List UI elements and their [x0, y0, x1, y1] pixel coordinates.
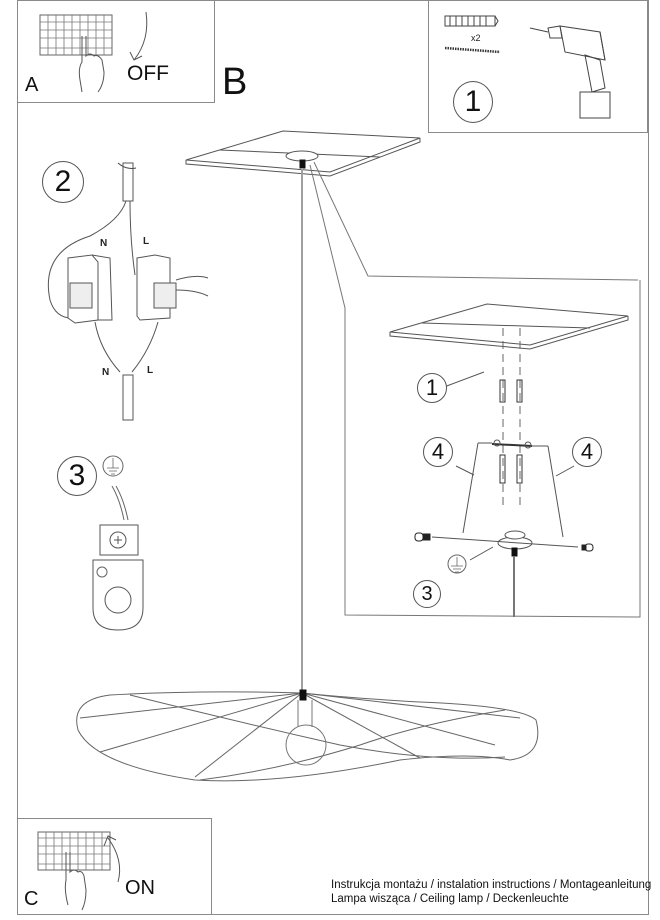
panel-a-letter: A: [25, 74, 39, 96]
step-1-badge: 1: [453, 81, 493, 123]
wago-connector-n: [67, 254, 113, 324]
detail-step-1-badge: 1: [417, 373, 447, 403]
live-top-label: L: [143, 236, 150, 247]
panel-a-box: [17, 0, 215, 103]
panel-c-box: [17, 818, 212, 915]
step-3-number: 3: [68, 459, 86, 492]
detail-step-4-left-badge: 4: [423, 437, 453, 467]
step-2-badge: 2: [42, 161, 84, 203]
footer-line-1: Instrukcja montażu / instalation instruc…: [331, 879, 652, 891]
drill-icon: [529, 25, 611, 119]
wall-plug-icon: [444, 15, 499, 27]
panel-c-caption: ON: [125, 877, 155, 899]
live-bottom-label: L: [147, 365, 154, 376]
detail-screws: [414, 532, 594, 552]
light-bulb-icon: [285, 700, 327, 766]
detail-step-4-right-badge: 4: [572, 437, 602, 467]
step-3-badge: 3: [57, 456, 97, 496]
panel-b-letter: B: [222, 61, 248, 103]
lamp-socket: [299, 689, 307, 701]
neutral-bottom-label: N: [102, 367, 110, 378]
wago-connector-l: [136, 254, 209, 321]
detail-step-3-badge: 3: [413, 580, 441, 608]
neutral-top-label: N: [100, 238, 108, 249]
detail-canopy: [431, 530, 579, 617]
lamp-shade: [76, 691, 539, 782]
outer-frame: [17, 0, 649, 915]
breaker-on-icon: [37, 831, 121, 911]
step-2-number: 2: [54, 165, 72, 198]
detail-wall-plugs: [499, 379, 523, 484]
tools-quantity: x2: [471, 33, 481, 43]
footer-line-2: Lampa wisząca / Ceiling lamp / Deckenleu…: [331, 893, 569, 905]
detail-step-4-right-number: 4: [580, 439, 594, 464]
earth-symbol-icon-2: [102, 455, 124, 477]
step-1-number: 1: [464, 85, 482, 118]
screw-icon: [444, 46, 501, 54]
detail-inset-frame: [344, 280, 641, 618]
panel-c-letter: C: [24, 888, 39, 910]
earth-symbol-icon: [447, 554, 467, 574]
earth-clamp: [92, 455, 144, 631]
wiring-diagram: [47, 162, 209, 421]
ceiling-plate: [185, 130, 421, 177]
detail-step-4-left-number: 4: [431, 439, 445, 464]
detail-step-3-number: 3: [421, 582, 433, 605]
breaker-off-icon: [39, 11, 148, 93]
detail-mounting-bracket: [462, 439, 564, 538]
detail-step-1-number: 1: [425, 375, 439, 400]
panel-a-caption: OFF: [127, 62, 169, 85]
detail-ceiling-plate: [389, 303, 629, 350]
